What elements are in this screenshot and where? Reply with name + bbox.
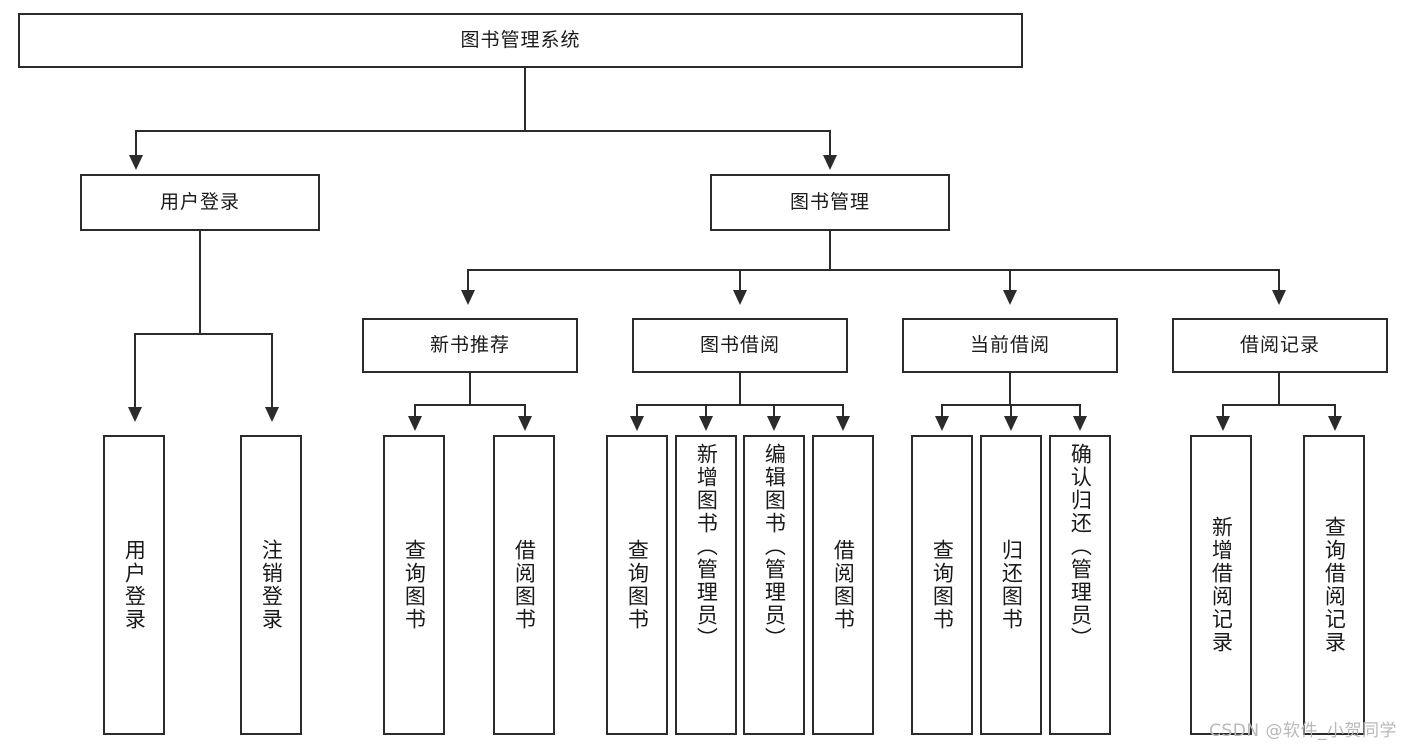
arrow-currentborrow-leaf-3 [1073, 416, 1087, 431]
node-book-management[interactable]: 图书管理 [710, 174, 950, 231]
edge-userlogin-bus [134, 333, 272, 335]
node-book-borrow[interactable]: 图书借阅 [632, 318, 848, 373]
edge-bookmgmt-drop-1 [467, 269, 469, 293]
edge-bookmgmt-bus [467, 269, 1279, 271]
edge-bookborrow-drop-3 [773, 404, 775, 418]
leaf-user-login[interactable]: 用户登录 [103, 435, 165, 735]
arrow-newbook-leaf-1 [408, 416, 422, 431]
node-label: 图书管理系统 [460, 28, 581, 51]
edge-currentborrow-drop-3 [1079, 404, 1081, 418]
node-label: 当前借阅 [969, 333, 1050, 356]
arrow-bookmgmt-child-1 [461, 290, 475, 305]
edge-bookborrow-drop-1 [636, 404, 638, 418]
edge-root-to-userlogin [135, 130, 137, 158]
leaf-edit-book-admin[interactable]: 编辑图书（管理员） [743, 435, 805, 735]
leaf-logout-login[interactable]: 注销登录 [240, 435, 302, 735]
edge-newbook-drop-1 [414, 404, 416, 418]
csdn-watermark: CSDN @软件_小贺同学 [1209, 721, 1397, 741]
leaf-query-book-current[interactable]: 查询图书 [911, 435, 973, 735]
edge-currentborrow-stem [1009, 373, 1011, 406]
edge-userlogin-drop-2 [271, 333, 273, 410]
leaf-return-book[interactable]: 归还图书 [980, 435, 1042, 735]
node-label: 用户登录 [159, 190, 240, 213]
edge-userlogin-stem [199, 231, 201, 335]
leaf-borrow-book-recommend[interactable]: 借阅图书 [493, 435, 555, 735]
arrow-bookborrow-leaf-4 [836, 416, 850, 431]
arrow-currentborrow-leaf-1 [935, 416, 949, 431]
edge-currentborrow-drop-1 [941, 404, 943, 418]
edge-borrowrecord-drop-2 [1334, 404, 1336, 418]
edge-bookborrow-stem [739, 373, 741, 406]
edge-bookborrow-drop-2 [705, 404, 707, 418]
edge-borrowrecord-bus [1222, 404, 1336, 406]
node-borrow-record[interactable]: 借阅记录 [1172, 318, 1388, 373]
node-label: 新书推荐 [429, 333, 510, 356]
edge-bookborrow-bus [636, 404, 844, 406]
edge-bookmgmt-drop-3 [1009, 269, 1011, 293]
leaf-label: 查询借阅记录 [1322, 516, 1347, 654]
edge-currentborrow-drop-2 [1010, 404, 1012, 418]
node-root-system[interactable]: 图书管理系统 [18, 13, 1023, 68]
node-new-book-recommend[interactable]: 新书推荐 [362, 318, 578, 373]
arrow-borrowrecord-leaf-1 [1216, 416, 1230, 431]
edge-bookmgmt-stem [829, 231, 831, 271]
edge-root-stem [524, 68, 526, 131]
leaf-label: 编辑图书（管理员） [762, 443, 787, 650]
leaf-label: 注销登录 [259, 539, 284, 631]
node-label: 借阅记录 [1239, 333, 1320, 356]
leaf-query-borrow-record[interactable]: 查询借阅记录 [1303, 435, 1365, 735]
leaf-label: 用户登录 [122, 539, 147, 631]
arrow-root-to-userlogin [129, 155, 143, 170]
leaf-label: 归还图书 [999, 539, 1024, 631]
leaf-add-book-admin[interactable]: 新增图书（管理员） [675, 435, 737, 735]
leaf-label: 确认归还（管理员） [1068, 443, 1093, 650]
leaf-query-book-recommend[interactable]: 查询图书 [383, 435, 445, 735]
edge-userlogin-drop-1 [134, 333, 136, 410]
node-label: 图书借阅 [699, 333, 780, 356]
leaf-label: 查询图书 [402, 539, 427, 631]
leaf-label: 新增图书（管理员） [694, 443, 719, 650]
arrow-currentborrow-leaf-2 [1004, 416, 1018, 431]
arrow-bookborrow-leaf-3 [767, 416, 781, 431]
node-user-login[interactable]: 用户登录 [80, 174, 320, 231]
arrow-bookmgmt-child-3 [1003, 290, 1017, 305]
arrow-bookborrow-leaf-1 [630, 416, 644, 431]
leaf-confirm-return-admin[interactable]: 确认归还（管理员） [1049, 435, 1111, 735]
arrow-userlogin-leaf-1 [128, 407, 142, 422]
edge-newbook-drop-2 [524, 404, 526, 418]
edge-bookborrow-drop-4 [842, 404, 844, 418]
leaf-label: 查询图书 [930, 539, 955, 631]
edge-root-to-bookmgmt [829, 130, 831, 158]
leaf-label: 借阅图书 [512, 539, 537, 631]
node-label: 图书管理 [789, 190, 870, 213]
leaf-label: 查询图书 [625, 539, 650, 631]
leaf-label: 借阅图书 [831, 539, 856, 631]
leaf-borrow-book[interactable]: 借阅图书 [812, 435, 874, 735]
edge-borrowrecord-stem [1278, 373, 1280, 406]
edge-root-bus [135, 130, 830, 132]
leaf-query-book-borrow[interactable]: 查询图书 [606, 435, 668, 735]
leaf-label: 新增借阅记录 [1209, 516, 1234, 654]
edge-newbook-stem [469, 373, 471, 406]
edge-bookmgmt-drop-4 [1278, 269, 1280, 293]
arrow-bookborrow-leaf-2 [699, 416, 713, 431]
edge-newbook-bus [414, 404, 526, 406]
leaf-add-borrow-record[interactable]: 新增借阅记录 [1190, 435, 1252, 735]
arrow-bookmgmt-child-2 [733, 290, 747, 305]
arrow-bookmgmt-child-4 [1272, 290, 1286, 305]
arrow-userlogin-leaf-2 [265, 407, 279, 422]
arrow-borrowrecord-leaf-2 [1328, 416, 1342, 431]
node-current-borrow[interactable]: 当前借阅 [902, 318, 1118, 373]
arrow-newbook-leaf-2 [518, 416, 532, 431]
arrow-root-to-bookmgmt [823, 155, 837, 170]
edge-bookmgmt-drop-2 [739, 269, 741, 293]
edge-borrowrecord-drop-1 [1222, 404, 1224, 418]
